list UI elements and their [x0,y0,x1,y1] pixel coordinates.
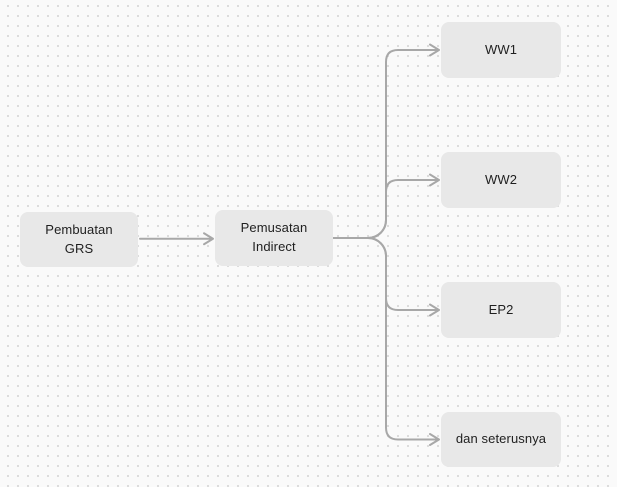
node-label: EP2 [488,301,514,317]
node-label: dan seterusnya [455,431,547,447]
node-pemusatan-indirect[interactable]: Pemusatan Indirect [215,210,333,266]
node-ep2[interactable]: EP2 [441,282,561,338]
connector-pemusatan-indirect-to-ww2[interactable] [332,173,440,239]
node-label: Pembuatan GRS [45,221,113,256]
node-dan-seterusnya[interactable]: dan seterusnya [441,412,561,467]
node-label: WW2 [484,171,518,187]
node-label: WW1 [484,41,518,57]
connector-pembuatan-grs-to-pemusatan-indirect[interactable] [139,232,214,246]
node-pembuatan-grs[interactable]: Pembuatan GRS [20,212,138,267]
connector-pemusatan-indirect-to-dan-seterusnya[interactable] [332,237,440,446]
node-label: Pemusatan Indirect [240,220,308,254]
node-ww2[interactable]: WW2 [441,152,561,208]
node-ww1[interactable]: WW1 [441,22,561,78]
